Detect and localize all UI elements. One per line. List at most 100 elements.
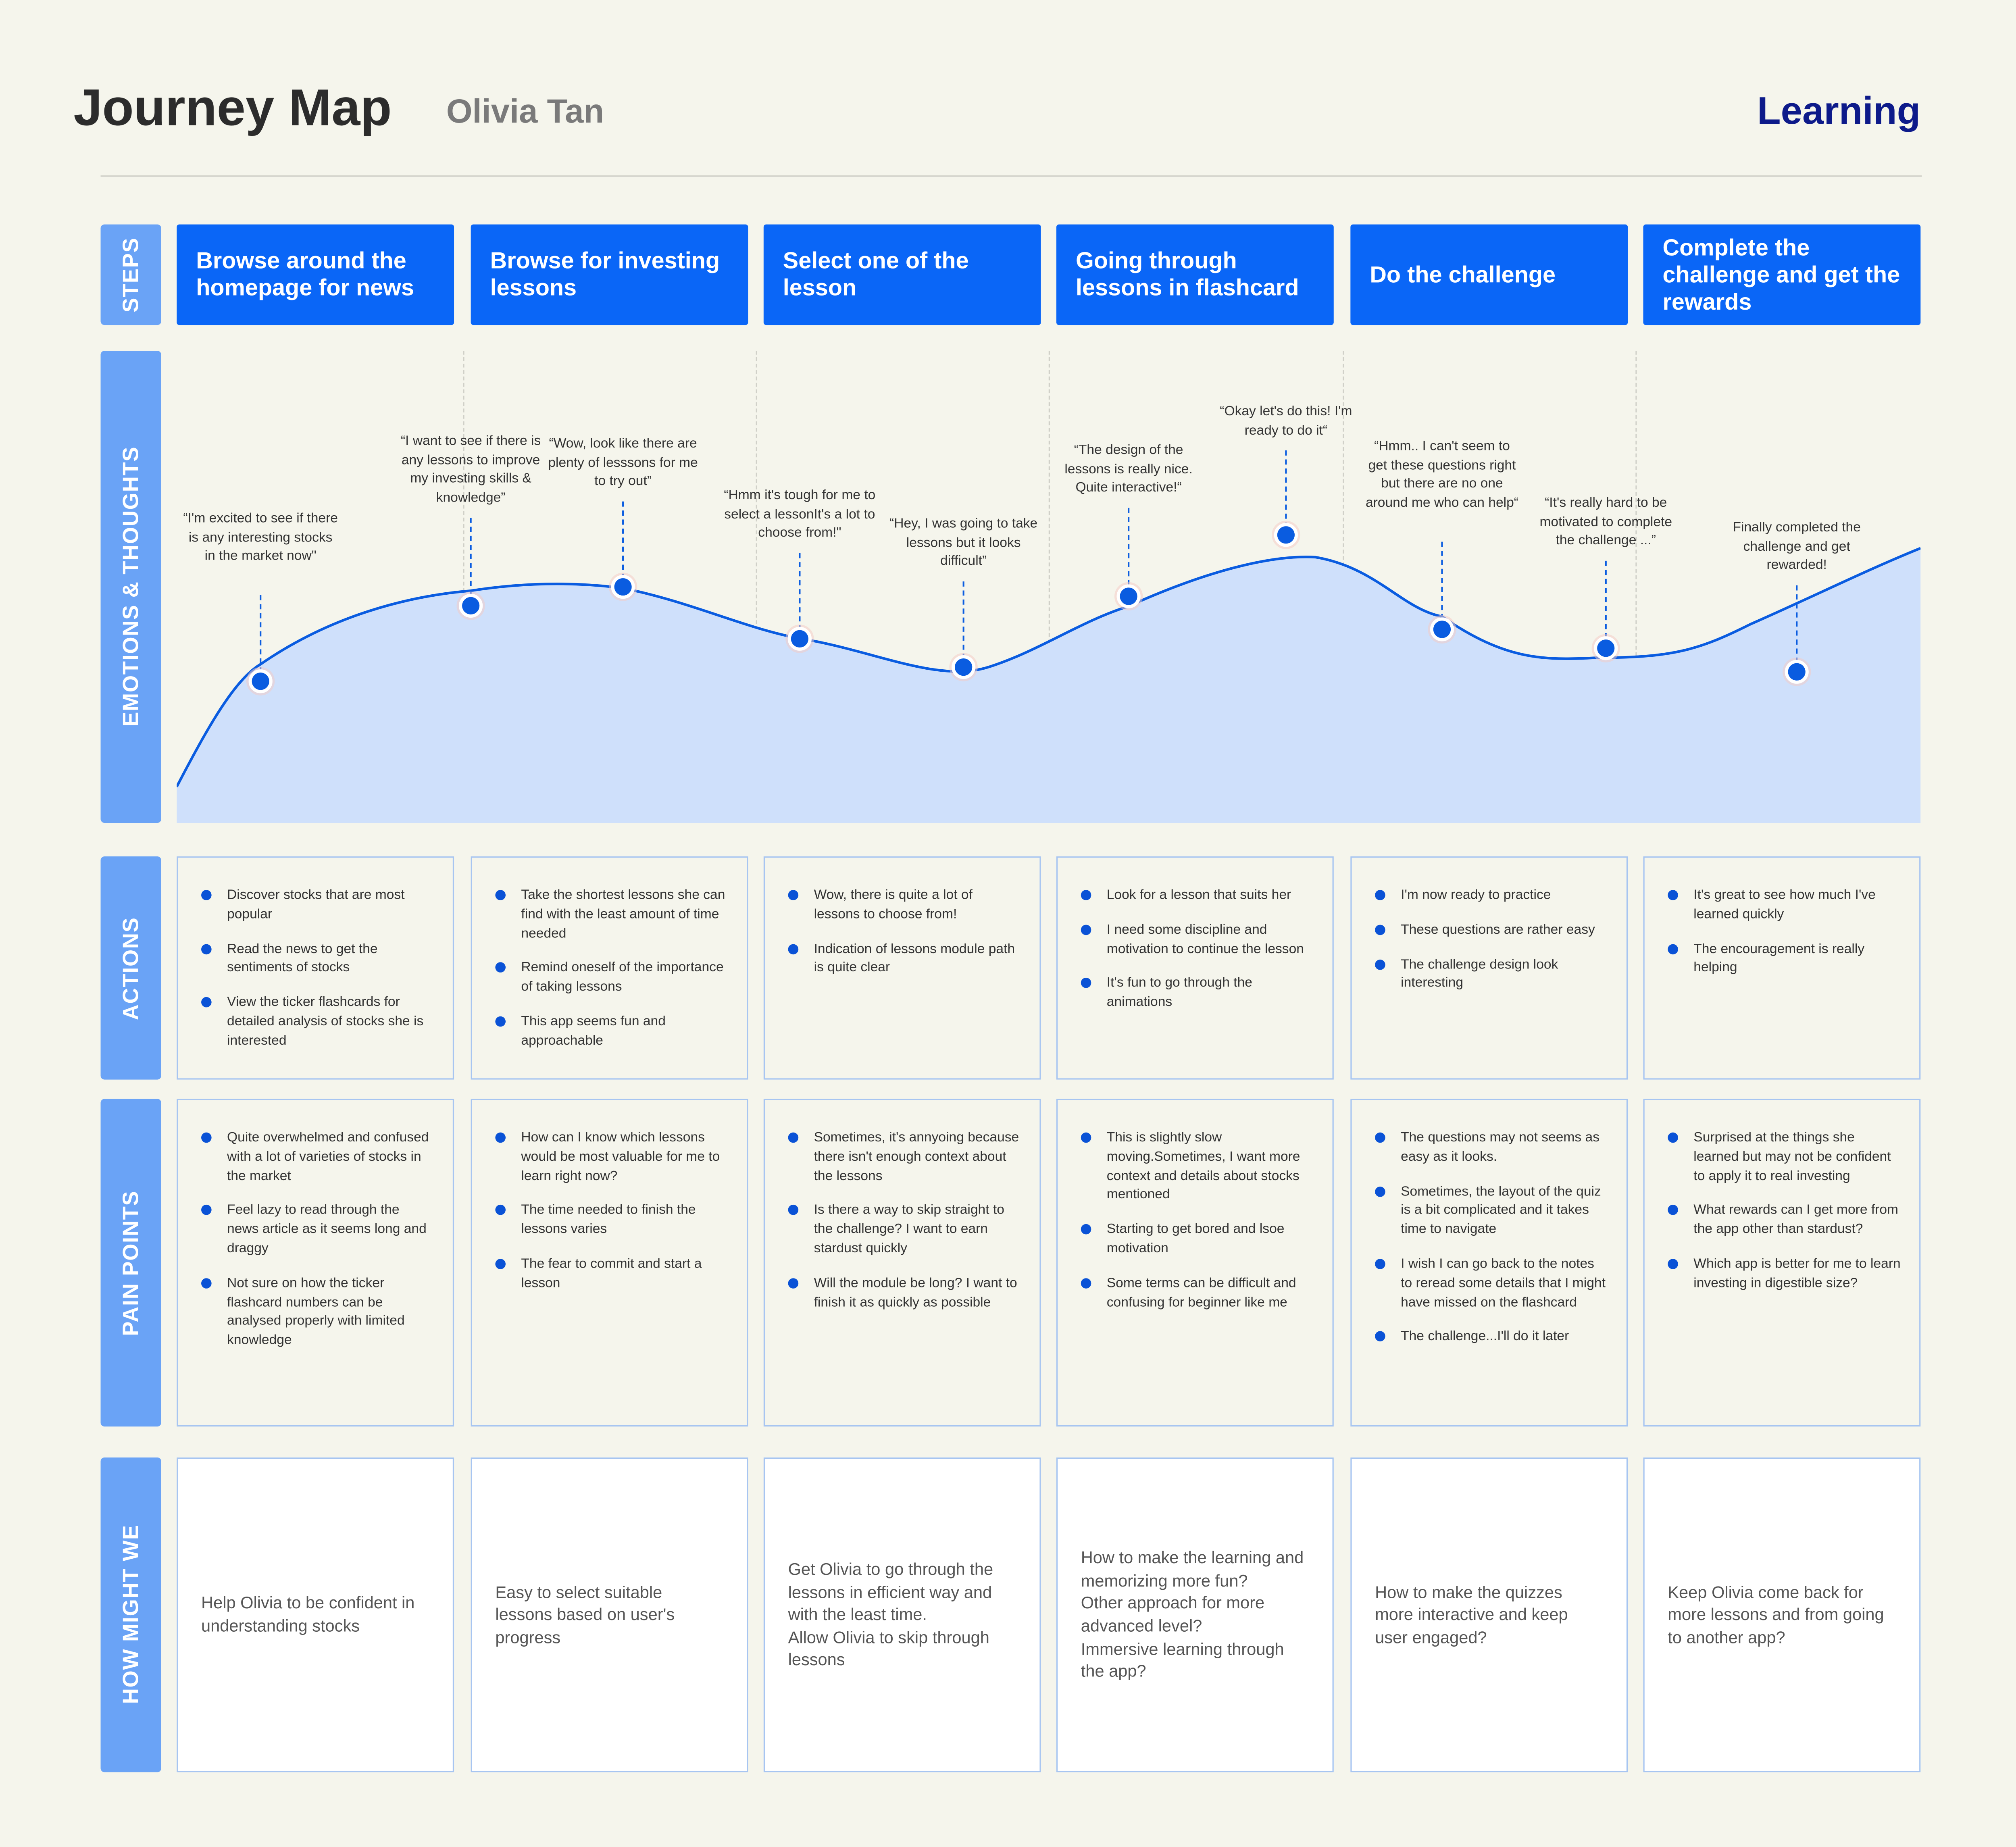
step-column: Select one of the lesson — [763, 224, 1041, 325]
how-might-we-card: Easy to select suitable lessons based on… — [471, 1457, 748, 1772]
pain-point-item: What rewards can I get more from the app… — [1668, 1201, 1901, 1240]
how-might-we-text: How to make the quizzes more interactive… — [1375, 1582, 1568, 1647]
pain-point-item: The challenge...I'll do it later — [1375, 1328, 1608, 1347]
pain-point-item: Surprised at the things she learned but … — [1668, 1129, 1901, 1186]
action-item: It's fun to go through the animations — [1081, 974, 1314, 1012]
pain-point-item: The time needed to finish the lessons va… — [495, 1201, 729, 1240]
action-item: Discover stocks that are most popular — [201, 886, 435, 925]
step-card: Select one of the lesson — [763, 224, 1041, 325]
step-card: Complete the challenge and get the rewar… — [1643, 224, 1921, 325]
pain-point-item: Which app is better for me to learn inve… — [1668, 1255, 1901, 1293]
row-label-emotions: EMOTIONS & THOUGHTS — [100, 351, 161, 823]
action-item: The encouragement is really helping — [1668, 940, 1901, 978]
row-label-text: HOW MIGHT WE — [118, 1525, 143, 1705]
how-might-we-text: How to make the learning and memorizing … — [1081, 1548, 1304, 1681]
action-item: Indication of lessons module path is qui… — [788, 940, 1022, 978]
pain-points-card: Quite overwhelmed and confused with a lo… — [177, 1099, 454, 1427]
emotion-quote: “Okay let's do this! I'm ready to do it“ — [1220, 404, 1352, 438]
emotion-quote: “Hey, I was going to take lessons but it… — [889, 516, 1038, 569]
emotion-quote: “It's really hard to be motivated to com… — [1539, 495, 1672, 549]
emotion-quote: “I want to see if there is any lessons t… — [400, 433, 541, 506]
pain-points-card: How can I know which lessons would be mo… — [471, 1099, 748, 1427]
actions-card: Wow, there is quite a lot of lessons to … — [763, 856, 1041, 1080]
step-card: Browse around the homepage for news — [177, 224, 454, 325]
action-item: View the ticker flashcards for detailed … — [201, 993, 435, 1051]
topic-label: Learning — [1757, 90, 1921, 133]
actions-card: Take the shortest lessons she can find w… — [471, 856, 748, 1080]
pain-point-item: Sometimes, it's annyoing because there i… — [788, 1129, 1022, 1186]
how-might-we-text: Get Olivia to go through the lessons in … — [788, 1559, 993, 1670]
row-label-text: EMOTIONS & THOUGHTS — [118, 447, 143, 727]
actions-card: Look for a lesson that suits her I need s… — [1056, 856, 1334, 1080]
emotion-point[interactable] — [1274, 523, 1298, 547]
how-might-we-text: Keep Olivia come back for more lessons a… — [1668, 1582, 1884, 1647]
emotion-point[interactable] — [611, 575, 635, 599]
row-label-steps: STEPS — [100, 224, 161, 325]
row-label-text: STEPS — [118, 237, 143, 312]
pain-point-item: I wish I can go back to the notes to rer… — [1375, 1255, 1608, 1312]
pain-point-item: Is there a way to skip straight to the c… — [788, 1201, 1022, 1259]
emotion-point[interactable] — [1116, 584, 1141, 608]
pain-point-item: Will the module be long? I want to finis… — [788, 1274, 1022, 1312]
emotion-point[interactable] — [1785, 660, 1809, 684]
emotion-quote: “Wow, look like there are plenty of less… — [548, 436, 698, 489]
row-label-text: ACTIONS — [118, 916, 143, 1020]
emotion-point[interactable] — [459, 593, 483, 618]
row-label-how-might-we: HOW MIGHT WE — [100, 1457, 161, 1772]
row-label-pain-points: PAIN POINTS — [100, 1099, 161, 1427]
action-item: Remind oneself of the importance of taki… — [495, 959, 729, 997]
emotion-curve-chart — [177, 450, 1921, 823]
pain-points-card: The questions may not seems as easy as i… — [1350, 1099, 1628, 1427]
actions-card: It's great to see how much I've learned … — [1643, 856, 1921, 1080]
pain-points-card: Surprised at the things she learned but … — [1643, 1099, 1921, 1427]
step-card: Going through lessons in flashcard — [1056, 224, 1334, 325]
column-divider — [1048, 351, 1050, 823]
emotion-quote: “Hmm.. I can't seem to get these questio… — [1365, 438, 1519, 511]
emotion-area — [177, 548, 1921, 823]
pain-point-item: How can I know which lessons would be mo… — [495, 1129, 729, 1186]
row-label-text: PAIN POINTS — [118, 1190, 143, 1336]
pain-point-item: Sometimes, the layout of the quiz is a b… — [1375, 1182, 1608, 1239]
pain-points-card: Sometimes, it's annyoing because there i… — [763, 1099, 1041, 1427]
pain-point-item: Not sure on how the ticker flashcard num… — [201, 1274, 435, 1350]
step-column: Browse for investing lessons — [471, 224, 748, 325]
how-might-we-card: How to make the quizzes more interactive… — [1350, 1457, 1628, 1772]
how-might-we-card: Help Olivia to be confident in understan… — [177, 1457, 454, 1772]
emotion-point[interactable] — [952, 655, 976, 679]
how-might-we-card: Get Olivia to go through the lessons in … — [763, 1457, 1041, 1772]
pain-points-card: This is slightly slow moving.Sometimes, … — [1056, 1099, 1334, 1427]
step-column: Browse around the homepage for news — [177, 224, 454, 325]
emotion-point[interactable] — [248, 669, 273, 693]
action-item: These questions are rather easy — [1375, 920, 1608, 939]
row-label-actions: ACTIONS — [100, 856, 161, 1080]
action-item: I need some discipline and motivation to… — [1081, 920, 1314, 959]
emotion-point[interactable] — [787, 627, 812, 651]
how-might-we-text: Easy to select suitable lessons based on… — [495, 1582, 675, 1647]
pain-point-item: Some terms can be difficult and confusin… — [1081, 1274, 1314, 1312]
emotion-line — [177, 547, 1921, 787]
pain-point-item: Starting to get bored and lsoe motivatio… — [1081, 1220, 1314, 1259]
column-divider — [463, 351, 464, 823]
action-item: Look for a lesson that suits her — [1081, 886, 1314, 905]
emotion-quote: “I'm excited to see if there is any inte… — [183, 510, 338, 564]
persona-name: Olivia Tan — [446, 92, 604, 131]
pain-point-item: Quite overwhelmed and confused with a lo… — [201, 1129, 435, 1186]
pain-point-item: Feel lazy to read through the news artic… — [201, 1201, 435, 1259]
action-item: Read the news to get the sentiments of s… — [201, 940, 435, 978]
emotion-point[interactable] — [1430, 617, 1454, 641]
pain-point-item: The fear to commit and start a lesson — [495, 1255, 729, 1293]
how-might-we-card: How to make the learning and memorizing … — [1056, 1457, 1334, 1772]
step-card: Do the challenge — [1350, 224, 1628, 325]
action-item: I'm now ready to practice — [1375, 886, 1608, 905]
page-title: Journey Map — [73, 80, 392, 137]
step-column: Do the challenge — [1350, 224, 1628, 325]
emotion-point[interactable] — [1594, 636, 1618, 660]
header-divider — [100, 175, 1922, 177]
step-column: Going through lessons in flashcard — [1056, 224, 1334, 325]
pain-point-item: The questions may not seems as easy as i… — [1375, 1129, 1608, 1167]
action-item: Take the shortest lessons she can find w… — [495, 886, 729, 943]
how-might-we-text: Help Olivia to be confident in understan… — [201, 1593, 415, 1636]
how-might-we-card: Keep Olivia come back for more lessons a… — [1643, 1457, 1921, 1772]
